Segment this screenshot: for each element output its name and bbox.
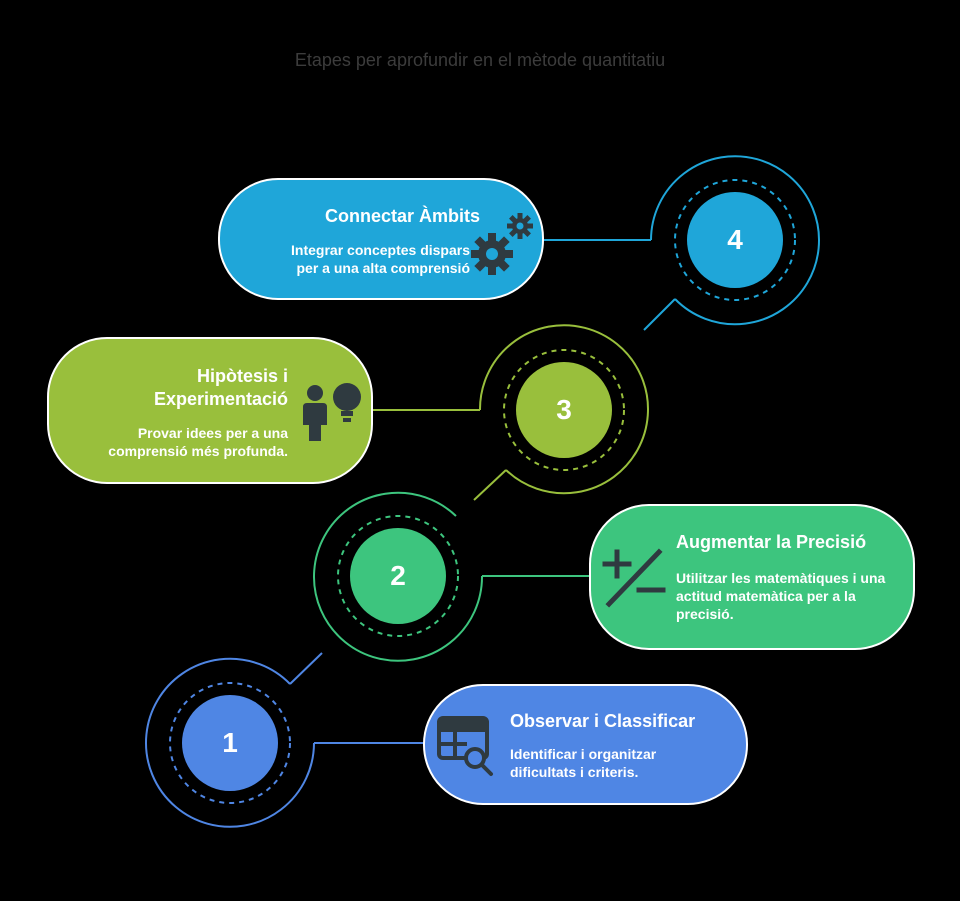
stage-2-node	[313, 491, 590, 662]
stage-1-card: Observar i Classificar Identificar i org…	[423, 684, 748, 805]
stage-4-number: 4	[727, 224, 743, 255]
stage-1-node	[145, 652, 424, 828]
stage-2-card: Augmentar la Precisió Utilitzar les mate…	[589, 504, 915, 650]
stage-4-card: Connectar Àmbits Integrar conceptes disp…	[218, 178, 544, 300]
stage-3-card: Hipòtesis i Experimentació Provar idees …	[47, 337, 373, 484]
stage-4-node	[543, 155, 820, 331]
stage-4-title: Connectar Àmbits	[324, 206, 480, 226]
stage-2-title: Augmentar la Precisió	[676, 532, 867, 552]
diagram-title: Etapes per aprofundir en el mètode quant…	[294, 50, 666, 70]
plus-minus-icon	[602, 548, 666, 608]
stage-4-description: Integrar conceptes dispars per a una alt…	[291, 242, 470, 276]
stage-1-title: Observar i Classificar	[510, 711, 696, 731]
stage-3-node	[372, 324, 649, 501]
table-search-icon	[437, 716, 493, 776]
stage-3-description: Provar idees per a una comprensió més pr…	[108, 425, 288, 459]
stage-2-description: Utilitzar les matemàtiques i una actitud…	[676, 570, 886, 622]
stage-3-number: 3	[556, 394, 572, 425]
person-idea-icon	[303, 383, 361, 441]
gears-icon	[471, 213, 533, 275]
stage-3-title: Hipòtesis i Experimentació	[153, 366, 288, 409]
stage-1-description: Identificar i organitzar dificultats i c…	[510, 746, 657, 780]
stage-2-number: 2	[390, 560, 406, 591]
stage-1-number: 1	[222, 727, 238, 758]
